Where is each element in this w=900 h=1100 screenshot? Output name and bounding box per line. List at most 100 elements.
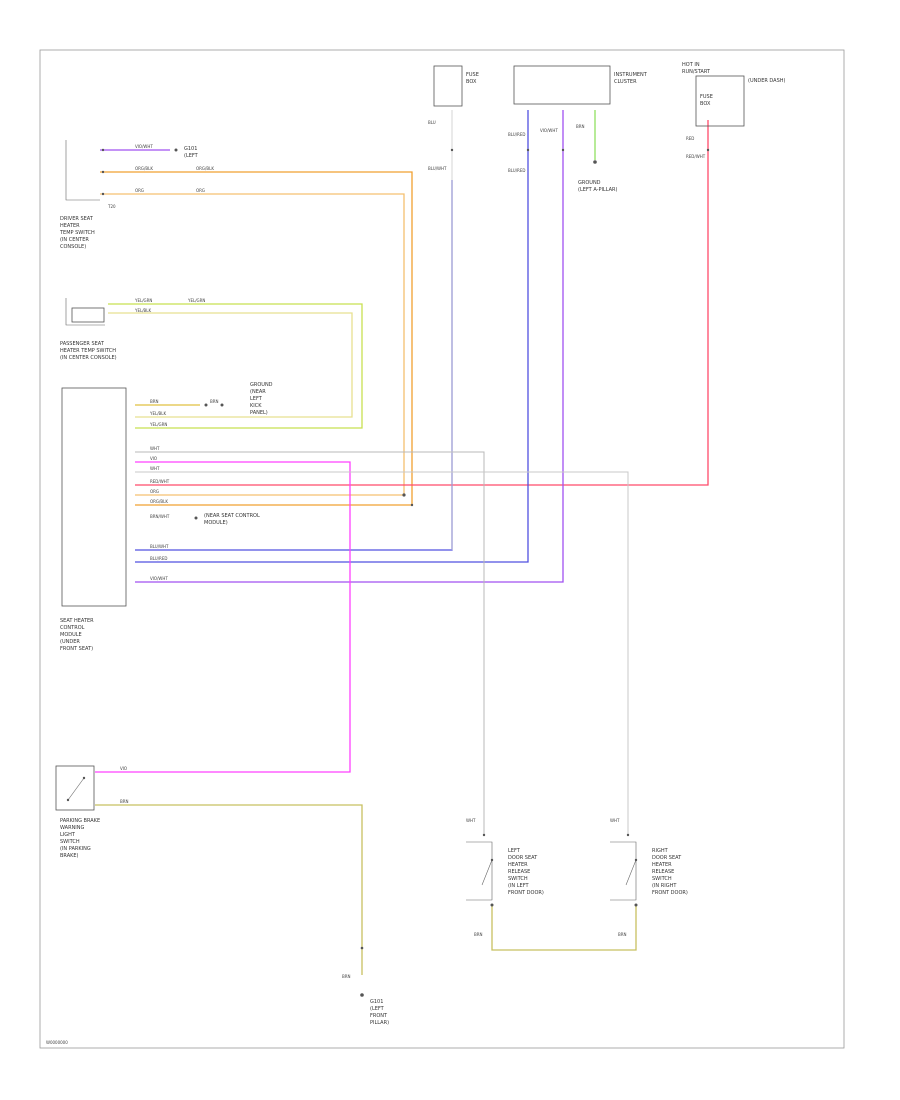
wire-label-vio-2: VIO bbox=[150, 456, 157, 461]
label-ldoor-6: (IN LEFT bbox=[508, 883, 529, 889]
label-ldoor-2: DOOR SEAT bbox=[508, 855, 538, 861]
wire-label-cluster-2: VIO/WHT bbox=[540, 128, 558, 133]
wire-label-cluster-1: BLU/RED bbox=[508, 132, 525, 137]
label-seat-switch-3: TEMP SWITCH bbox=[59, 230, 95, 236]
label-rdoor-2: DOOR SEAT bbox=[652, 855, 682, 861]
label-hot-1: HOT IN bbox=[682, 62, 700, 68]
label-brake-3: LIGHT bbox=[60, 832, 76, 838]
wire-label-vio: VIO/WHT bbox=[135, 144, 153, 149]
wire-label-yelgrn-3: YEL/GRN bbox=[149, 422, 167, 427]
fuse-box: FUSE BOX BLU BLU/WHT bbox=[428, 65, 479, 171]
wire-orange-top-2 bbox=[100, 193, 405, 496]
label-g3-4: KICK bbox=[250, 403, 262, 409]
label-ldoor-7: FRONT DOOR) bbox=[508, 890, 544, 896]
label-hot-3: FUSE bbox=[700, 94, 713, 100]
wire-label-org-4: ORG bbox=[196, 188, 205, 193]
label-rdoor-7: FRONT DOOR) bbox=[652, 890, 688, 896]
wire-label-brnwht: BRN/WHT bbox=[150, 514, 170, 519]
label-pass-switch-1: PASSENGER SEAT bbox=[60, 341, 105, 347]
label-seat-switch-4: (IN CENTER bbox=[60, 237, 89, 243]
wire-label-hot-1: RED bbox=[686, 136, 694, 141]
parking-brake-switch: VIO BRN PARKING BRAKE WARNING LIGHT SWIT… bbox=[55, 765, 129, 859]
label-seat-switch-1: DRIVER SEAT bbox=[60, 216, 94, 222]
wire-label-org-2: ORG bbox=[135, 188, 144, 193]
wire-label-brake-vio: VIO bbox=[120, 766, 127, 771]
wire-label-brn-2: BRN bbox=[210, 399, 219, 404]
wire-olive-doors bbox=[491, 905, 637, 951]
wire-label-wht-2: WHT bbox=[150, 466, 160, 471]
label-seat-switch-5: CONSOLE) bbox=[60, 244, 86, 250]
label-seat-switch-2: HEATER bbox=[60, 223, 80, 229]
label-g2-2: (LEFT A-PILLAR) bbox=[578, 187, 618, 193]
wire-gray-2 bbox=[135, 471, 629, 835]
label-g3-1: GROUND bbox=[250, 382, 273, 388]
wire-label-cluster-4: BLU/RED bbox=[508, 168, 525, 173]
wire-label-rdoor-wht: WHT bbox=[610, 818, 620, 823]
wire-label-yelgrn-2: YEL/GRN bbox=[187, 298, 205, 303]
label-fuse-2: BOX bbox=[466, 79, 477, 85]
wire-orange-top-1 bbox=[100, 171, 413, 506]
label-hot-2: RUN/START bbox=[682, 69, 711, 75]
label-pass-switch-3: (IN CENTER CONSOLE) bbox=[60, 355, 117, 361]
wire-label-org-5: ORG bbox=[150, 489, 159, 494]
label-module-5: FRONT SEAT) bbox=[60, 646, 93, 652]
label-g1b-4: PILLAR) bbox=[370, 1020, 389, 1026]
label-hot-4: BOX bbox=[700, 101, 711, 107]
label-rdoor-3: HEATER bbox=[652, 862, 672, 868]
wire-label-rdoor-brn: BRN bbox=[618, 932, 627, 937]
label-module-3: MODULE bbox=[60, 632, 82, 638]
label-fuse-1: FUSE bbox=[466, 72, 479, 78]
wire-label-viowht: VIO/WHT bbox=[150, 576, 168, 581]
wire-label-org-6: ORG/BLK bbox=[150, 499, 168, 504]
label-rdoor-4: RELEASE bbox=[652, 869, 674, 875]
right-door-switch: WHT BRN RIGHT DOOR SEAT HEATER RELEASE S… bbox=[610, 818, 688, 937]
seat-heater-control-module: SEAT HEATER CONTROL MODULE (UNDER FRONT … bbox=[60, 387, 127, 652]
label-rdoor-5: SWITCH bbox=[652, 876, 672, 882]
wire-violet bbox=[135, 110, 564, 583]
wire-label-brn: BRN bbox=[150, 399, 159, 404]
wire-label-ground-brn: BRN bbox=[342, 974, 351, 979]
label-pass-switch-2: HEATER TEMP SWITCH bbox=[60, 348, 116, 354]
label-ldoor-3: HEATER bbox=[508, 862, 528, 868]
diagram-frame bbox=[39, 49, 845, 1049]
wire-olive-brake bbox=[95, 804, 363, 975]
wire-gray-1 bbox=[135, 451, 485, 835]
pin-label-t20: T20 bbox=[107, 204, 116, 209]
splice-note: (NEAR SEAT CONTROL MODULE) bbox=[194, 513, 260, 526]
wire-label-yelblk-2: YEL/BLK bbox=[149, 411, 167, 416]
wire-label-wht-1: WHT bbox=[150, 446, 160, 451]
junction-dots bbox=[402, 148, 710, 837]
label-module-1: SEAT HEATER bbox=[60, 618, 94, 624]
hot-fuse-box: HOT IN RUN/START FUSE BOX (UNDER DASH) R… bbox=[682, 62, 786, 159]
label-brake-6: BRAKE) bbox=[60, 853, 79, 859]
label-brake-4: SWITCH bbox=[60, 839, 80, 845]
label-rdoor-1: RIGHT bbox=[652, 848, 669, 854]
wire-label-bluwht: BLU/WHT bbox=[150, 544, 169, 549]
label-cluster-2: CLUSTER bbox=[614, 79, 637, 85]
label-hot-sub: (UNDER DASH) bbox=[748, 78, 786, 84]
label-brake-2: WARNING bbox=[60, 825, 85, 831]
label-ldoor-1: LEFT bbox=[508, 848, 521, 854]
wire-label-ldoor-brn: BRN bbox=[474, 932, 483, 937]
wire-label-blured: BLU/RED bbox=[150, 556, 167, 561]
wire-red bbox=[135, 120, 709, 486]
label-g1b-3: FRONT bbox=[370, 1013, 388, 1019]
label-brake-5: (IN PARKING bbox=[60, 846, 91, 852]
wire-magenta bbox=[95, 461, 351, 773]
wire-label-cluster-3: BRN bbox=[576, 124, 585, 129]
label-g3-5: PANEL) bbox=[250, 410, 268, 416]
label-g3-2: (NEAR bbox=[250, 389, 266, 395]
footer-code: W0000000 bbox=[46, 1040, 68, 1045]
label-g1b-1: G101 bbox=[370, 999, 383, 1005]
wire-yelgrn-1 bbox=[108, 303, 363, 429]
ground-g101: G101 (LEFT bbox=[174, 146, 199, 159]
label-g2-1: GROUND bbox=[578, 180, 601, 186]
label-g1b-2: (LEFT bbox=[370, 1006, 385, 1012]
wire-label-hot-2: RED/WHT bbox=[686, 154, 706, 159]
label-ldoor-4: RELEASE bbox=[508, 869, 530, 875]
wire-label-org-3: ORG/BLK bbox=[196, 166, 214, 171]
label-g101-1: G101 bbox=[184, 146, 197, 152]
wire-group bbox=[95, 110, 709, 975]
wire-label-org-1: ORG/BLK bbox=[135, 166, 153, 171]
ground-bottom: BRN G101 (LEFT FRONT PILLAR) bbox=[342, 946, 389, 1026]
